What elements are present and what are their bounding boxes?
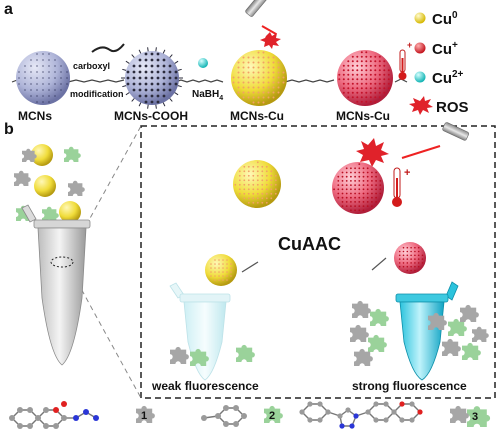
eppendorf-tube-gray xyxy=(21,204,91,366)
caption-weak: weak fluorescence xyxy=(151,379,259,393)
eppendorf-tube-strong xyxy=(395,281,459,381)
molecule-phenylacetylene xyxy=(203,407,245,425)
thermometer-icon-b xyxy=(392,167,402,207)
badge-puzzle-3 xyxy=(467,406,491,427)
laser-pointer-icon-b xyxy=(442,122,470,141)
laser-beam xyxy=(261,25,277,35)
badge-label-1: 1 xyxy=(141,410,147,422)
molecule-triazole-product xyxy=(301,403,421,427)
thermometer-icon xyxy=(398,49,407,80)
legend-ros: ROS xyxy=(436,99,469,116)
cu-nanoparticle-top xyxy=(233,160,281,208)
legend-cuplus: Cu+ xyxy=(432,40,458,58)
zoom-box xyxy=(140,125,496,399)
step1-line2: modification xyxy=(70,89,124,99)
stage-label-mcns-cu-1: MCNs-Cu xyxy=(230,109,284,123)
stage-label-mcns-cu-2: MCNs-Cu xyxy=(336,109,390,123)
caption-strong: strong fluorescence xyxy=(352,379,467,393)
cu2plus-ion-icon xyxy=(198,58,208,68)
puzzle-gray xyxy=(170,346,189,364)
panel-label-a: a xyxy=(4,1,13,18)
thermometer-plus-sign-b: + xyxy=(404,167,410,179)
yellow-dot-icon xyxy=(414,12,426,24)
carboxyl-chain-icon xyxy=(91,43,125,53)
heated-cu-sphere xyxy=(332,162,384,214)
eppendorf-tube-weak xyxy=(169,282,231,381)
molecule-atoms-1 xyxy=(9,401,99,429)
zoom-line-top xyxy=(72,125,142,250)
puzzle-green xyxy=(236,344,255,362)
badge-label-3: 3 xyxy=(472,411,478,423)
reagent-label: NaBH4 xyxy=(192,89,223,102)
badge-label-2: 2 xyxy=(269,410,275,422)
ros-burst-icon-b xyxy=(356,138,389,167)
mcn-sphere xyxy=(16,51,70,105)
panel-label-b: b xyxy=(4,121,14,138)
laser-small-left xyxy=(241,261,259,273)
stage-label-mcns-cooh: MCNs-COOH xyxy=(114,109,188,123)
step1-line1: carboxyl xyxy=(73,61,110,71)
mcn-cu-heated-sphere xyxy=(337,50,393,106)
cuaac-label: CuAAC xyxy=(278,234,341,254)
laser-small-right xyxy=(371,257,387,271)
thermometer-plus-sign: + xyxy=(407,40,412,50)
laser-pointer-icon xyxy=(245,0,268,17)
mcn-cu-sphere xyxy=(231,50,287,106)
zoom-ring xyxy=(50,256,74,268)
heated-cu-sphere-small xyxy=(394,242,426,274)
cu-nanoparticle-small xyxy=(205,254,237,286)
legend-cu0: Cu0 xyxy=(432,10,458,28)
badge-puzzle-3b xyxy=(450,405,469,423)
laser-beam-b xyxy=(401,145,441,159)
cyan-dot-icon xyxy=(414,71,426,83)
ros-burst-icon xyxy=(260,32,281,49)
red-burst-icon xyxy=(409,96,433,115)
mixture-illustration xyxy=(14,144,85,223)
zoom-line-bottom xyxy=(72,273,142,399)
legend: Cu0 Cu+ Cu2+ ROS xyxy=(409,10,469,116)
mcn-cooh-sphere xyxy=(121,47,183,109)
legend-cu2plus: Cu2+ xyxy=(432,69,464,87)
molecule-atoms-3 xyxy=(299,401,423,429)
molecule-atoms-2 xyxy=(201,405,247,427)
red-dot-icon xyxy=(414,42,426,54)
stage-label-mcns: MCNs xyxy=(18,109,52,123)
